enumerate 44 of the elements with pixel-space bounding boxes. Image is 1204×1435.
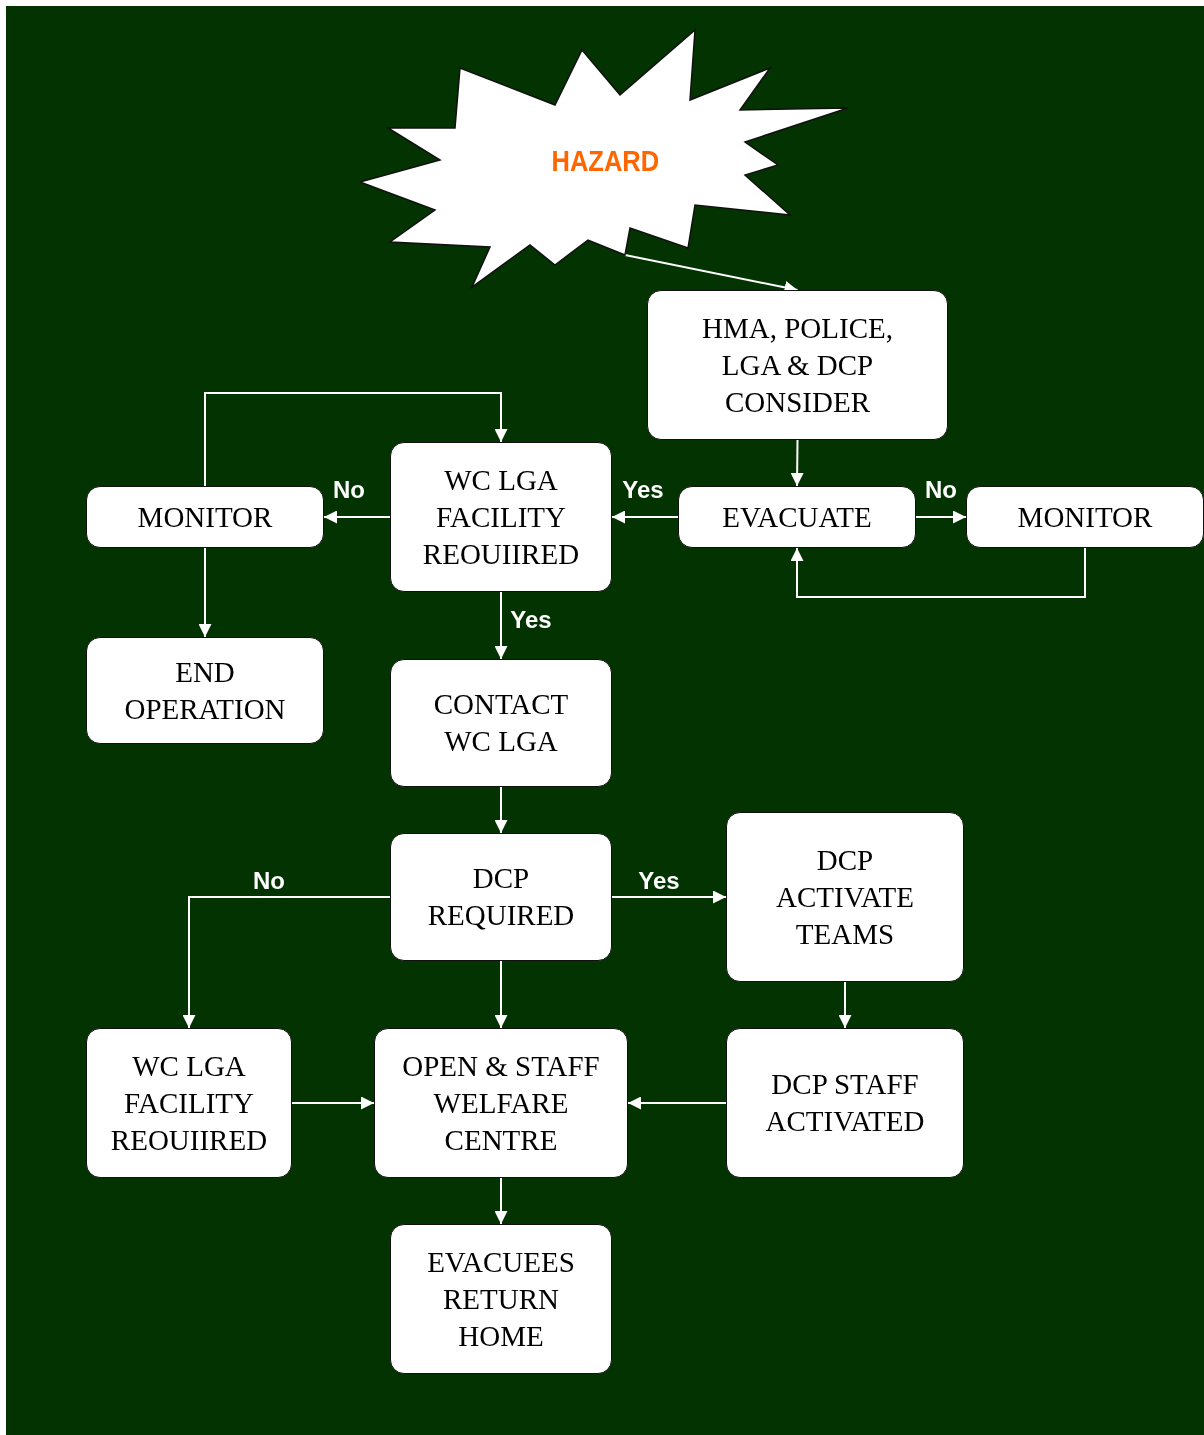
box-label: DCP STAFF ACTIVATED: [764, 1067, 926, 1139]
process-box: [726, 812, 964, 982]
box-label: EVACUATE: [722, 499, 872, 535]
process-box: [86, 1028, 292, 1178]
arrow: [790, 439, 804, 487]
arrow: [627, 1096, 727, 1110]
arrow: [915, 510, 967, 524]
hazard-starburst: [360, 28, 850, 290]
arrow: [204, 392, 508, 487]
process-box: [86, 637, 324, 744]
hazard-label: HAZARD: [551, 144, 659, 178]
process-box: [726, 1028, 964, 1178]
box-label: HMA, POLICE, LGA & DCP CONSIDER: [701, 310, 894, 420]
arrow: [323, 510, 391, 524]
box-label: OPEN & STAFF WELFARE CENTRE: [401, 1048, 601, 1158]
process-box: [390, 833, 612, 961]
box-label: WC LGA FACILITY REOUIIRED: [109, 1048, 269, 1158]
arrow: [198, 547, 212, 638]
process-box: [374, 1028, 628, 1178]
arrow: [494, 1177, 508, 1225]
arrow: [494, 591, 508, 660]
box-label: MONITOR: [137, 499, 273, 535]
box-label: WC LGA FACILITY REOUIIRED: [421, 462, 581, 572]
arrow: [494, 960, 508, 1029]
arrow: [611, 510, 679, 524]
process-box: [966, 486, 1204, 548]
arrow: [182, 896, 391, 1029]
box-label: MONITOR: [1017, 499, 1153, 535]
process-box: [390, 442, 612, 592]
arrow: [838, 981, 852, 1029]
box-label: END OPERATION: [123, 654, 287, 727]
box-label: DCP ACTIVATE TEAMS: [775, 842, 915, 952]
arrow: [790, 547, 1086, 598]
arrow: [291, 1096, 375, 1110]
box-label: EVACUEES RETURN HOME: [426, 1244, 576, 1354]
process-box: [647, 290, 948, 440]
process-box: [390, 659, 612, 787]
box-label: DCP REQUIRED: [426, 861, 576, 933]
arrow: [494, 786, 508, 834]
arrow: [611, 890, 727, 904]
box-label: CONTACT WC LGA: [432, 687, 570, 759]
process-box: [86, 486, 324, 548]
process-box: [678, 486, 916, 548]
process-box: [390, 1224, 612, 1374]
